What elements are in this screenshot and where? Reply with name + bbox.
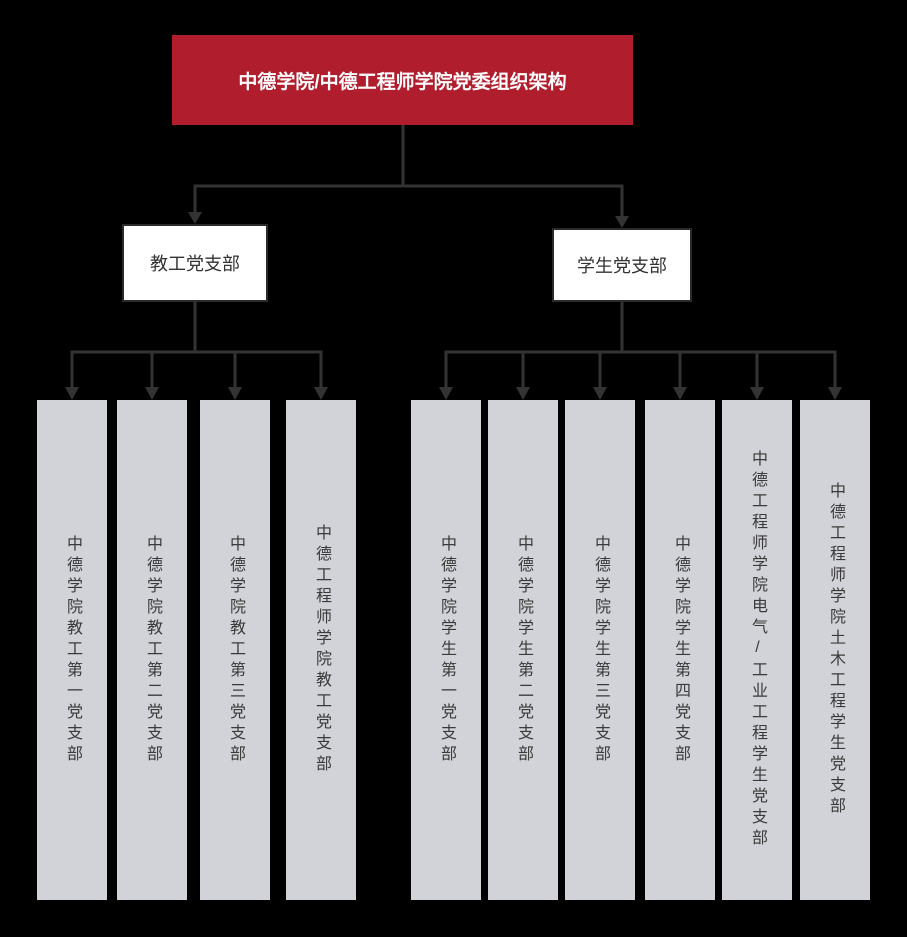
arrowhead-icon — [188, 212, 202, 224]
leaf-student-branch-2: 中德学院学生第二党支部 — [488, 400, 558, 900]
leaf-student-branch-1: 中德学院学生第一党支部 — [411, 400, 481, 900]
leaf-label: 中德学院教工第三党支部 — [227, 534, 244, 766]
connector-student — [444, 300, 837, 389]
leaf-student-branch-3: 中德学院学生第三党支部 — [565, 400, 635, 900]
leaf-label: 中德学院学生第二党支部 — [515, 534, 532, 766]
arrowhead-icon — [593, 387, 607, 400]
leaf-student-branch-4: 中德学院学生第四党支部 — [645, 400, 715, 900]
leaf-label: 中德工程师学院教工党支部 — [313, 524, 330, 776]
leaf-label: 中德学院学生第一党支部 — [438, 534, 455, 766]
faculty-branch-box: 教工党支部 — [122, 224, 268, 302]
arrowhead-icon — [516, 387, 530, 400]
connector-faculty — [70, 300, 323, 389]
leaf-faculty-branch-1: 中德学院教工第一党支部 — [37, 400, 107, 900]
leaf-label: 中德学院学生第四党支部 — [672, 534, 689, 766]
leaf-label: 中德工程师学院土木工程学生党支部 — [827, 482, 844, 818]
arrowhead-icon — [750, 387, 764, 400]
leaf-label: 中德学院学生第三党支部 — [592, 534, 609, 766]
leaf-faculty-branch-4: 中德工程师学院教工党支部 — [286, 400, 356, 900]
leaf-faculty-branch-3: 中德学院教工第三党支部 — [200, 400, 270, 900]
leaf-faculty-branch-2: 中德学院教工第二党支部 — [117, 400, 187, 900]
arrowhead-icon — [314, 387, 328, 400]
leaf-student-branch-6: 中德工程师学院土木工程学生党支部 — [800, 400, 870, 900]
student-branch-box: 学生党支部 — [552, 228, 692, 302]
arrowhead-icon — [228, 387, 242, 400]
arrowhead-icon — [65, 387, 79, 400]
arrowhead-icon — [145, 387, 159, 400]
arrowhead-icon — [673, 387, 687, 400]
arrowhead-icon — [615, 216, 629, 228]
leaf-label: 中德工程师学院电气/工业工程学生党支部 — [749, 450, 766, 850]
connector-root — [193, 123, 624, 218]
leaf-label: 中德学院教工第一党支部 — [64, 534, 81, 766]
leaf-label: 中德学院教工第二党支部 — [144, 534, 161, 766]
org-chart-title: 中德学院/中德工程师学院党委组织架构 — [172, 35, 633, 125]
arrowhead-icon — [439, 387, 453, 400]
leaf-student-branch-5: 中德工程师学院电气/工业工程学生党支部 — [722, 400, 792, 900]
arrowhead-icon — [828, 387, 842, 400]
